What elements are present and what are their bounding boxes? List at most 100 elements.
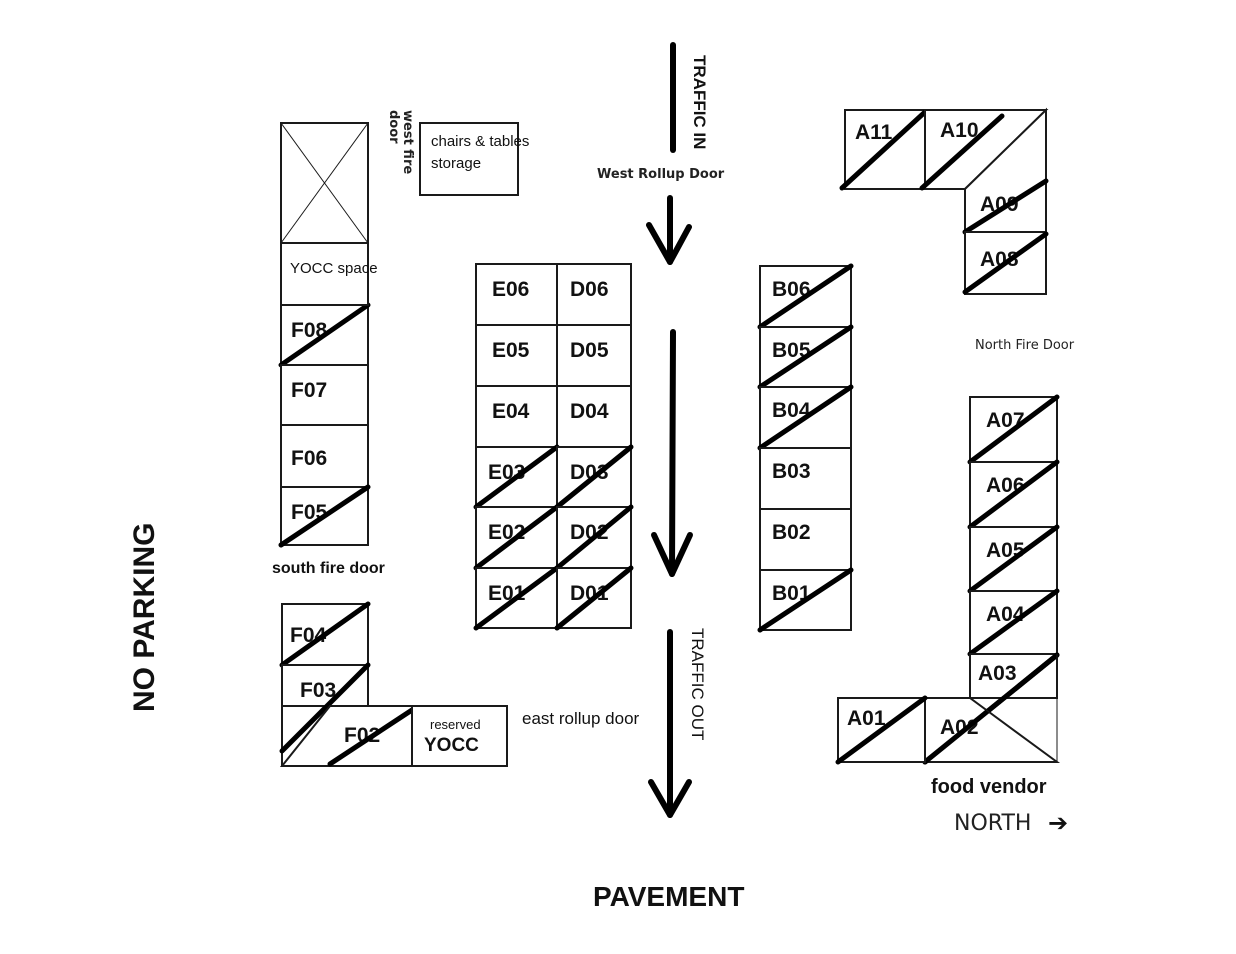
booth-taken-slash bbox=[962, 231, 1049, 295]
north-arrow-icon: ➔ bbox=[1048, 809, 1068, 837]
booth-label: B05 bbox=[772, 339, 811, 362]
booth-a06[interactable]: A06 bbox=[967, 459, 1060, 530]
booth-label: B06 bbox=[772, 278, 811, 301]
west-fire-door-label: west fire door bbox=[386, 110, 415, 174]
booth-taken-slash bbox=[967, 394, 1060, 465]
booth-outline bbox=[556, 324, 632, 387]
booth-label: F06 bbox=[291, 447, 327, 470]
east-rollup-door-label: east rollup door bbox=[522, 709, 640, 728]
south-fire-door-label: south fire door bbox=[272, 560, 385, 577]
aisle-arrow-shaft bbox=[669, 329, 676, 577]
booth-label: B02 bbox=[772, 521, 811, 544]
booth-f03[interactable]: F03 bbox=[279, 662, 371, 754]
booth-taken-slash bbox=[554, 565, 634, 631]
booth-f06[interactable]: F06 bbox=[280, 424, 369, 488]
yocc-space-label: YOCC space bbox=[290, 260, 378, 277]
traffic-in-label: TRAFFIC IN bbox=[690, 55, 709, 149]
booth-a11[interactable]: A11 bbox=[839, 109, 928, 191]
traffic-in-arrowhead-icon bbox=[646, 222, 692, 265]
booth-d01[interactable]: D01 bbox=[554, 565, 634, 631]
traffic-out-label-group: TRAFFIC OUT bbox=[688, 628, 707, 740]
reserved-yocc-booth bbox=[411, 705, 508, 767]
reserved-label: reserved bbox=[430, 717, 481, 732]
booth-f08[interactable]: F08 bbox=[278, 302, 371, 368]
west-rollup-door-label: West Rollup Door bbox=[597, 167, 725, 182]
booth-label: D04 bbox=[570, 400, 609, 423]
booth-a05[interactable]: A05 bbox=[967, 524, 1060, 594]
food-vendor-label: food vendor bbox=[931, 776, 1047, 798]
booth-label: A11 bbox=[855, 121, 893, 144]
booth-a01[interactable]: A01 bbox=[835, 695, 928, 765]
booth-b04[interactable]: B04 bbox=[757, 384, 854, 451]
booth-f02[interactable]: F02 bbox=[279, 705, 415, 767]
booth-taken-slash bbox=[919, 113, 1005, 191]
booth-a07[interactable]: A07 bbox=[967, 394, 1060, 465]
booth-b01[interactable]: B01 bbox=[757, 567, 854, 633]
booth-label: D02 bbox=[570, 521, 609, 544]
booth-label: A05 bbox=[986, 539, 1025, 562]
booth-taken-slash bbox=[839, 109, 928, 191]
booth-d03[interactable]: D03 bbox=[554, 444, 634, 510]
booth-d06[interactable]: D06 bbox=[556, 263, 632, 326]
booth-f04[interactable]: F04 bbox=[279, 601, 371, 668]
booth-d04[interactable]: D04 bbox=[556, 385, 632, 448]
booth-a09[interactable]: A09 bbox=[962, 107, 1049, 235]
booth-label: F03 bbox=[300, 679, 336, 702]
storage-room bbox=[419, 122, 519, 196]
booth-taken-slash bbox=[278, 302, 371, 368]
traffic-in-label-group: TRAFFIC IN bbox=[690, 55, 709, 149]
aisle-arrowhead-icon bbox=[651, 532, 693, 577]
booth-taken-slash bbox=[554, 444, 634, 510]
no-parking-label-group: NO PARKING bbox=[128, 523, 161, 712]
booth-f05[interactable]: F05 bbox=[278, 484, 371, 548]
booth-outline bbox=[281, 664, 369, 707]
booth-taken-slash bbox=[757, 567, 854, 633]
booth-e04[interactable]: E04 bbox=[475, 385, 558, 448]
booth-b06[interactable]: B06 bbox=[757, 263, 854, 330]
booth-outline bbox=[280, 364, 369, 426]
booth-e03[interactable]: E03 bbox=[473, 444, 560, 510]
booth-e06[interactable]: E06 bbox=[475, 263, 558, 326]
booth-d02[interactable]: D02 bbox=[554, 504, 634, 571]
booth-taken-slash bbox=[962, 178, 1049, 235]
booth-d05[interactable]: D05 bbox=[556, 324, 632, 387]
booth-label: B04 bbox=[772, 399, 811, 422]
booth-taken-slash bbox=[835, 695, 928, 765]
a02-corner-outline bbox=[969, 654, 1058, 763]
booth-a04[interactable]: A04 bbox=[967, 588, 1060, 657]
booth-label: A03 bbox=[978, 662, 1017, 685]
booth-label: B03 bbox=[772, 460, 811, 483]
storage-label-line2: storage bbox=[431, 155, 481, 172]
booth-taken-slash bbox=[757, 324, 854, 390]
booth-label: A01 bbox=[847, 707, 886, 730]
booth-b03[interactable]: B03 bbox=[759, 447, 852, 510]
booth-label: A02 bbox=[940, 716, 979, 739]
traffic-out-label: TRAFFIC OUT bbox=[688, 628, 707, 740]
no-parking-label: NO PARKING bbox=[128, 523, 161, 712]
booth-taken-slash bbox=[473, 444, 560, 510]
booth-taken-slash bbox=[967, 524, 1060, 594]
north-fire-door-label: North Fire Door bbox=[975, 338, 1075, 353]
booth-taken-slash bbox=[757, 384, 854, 451]
booth-taken-slash bbox=[554, 504, 634, 571]
west-fire-door-line2: door bbox=[386, 110, 401, 144]
booth-taken-slash bbox=[279, 601, 371, 668]
booth-e01[interactable]: E01 bbox=[473, 565, 560, 631]
booth-b05[interactable]: B05 bbox=[757, 324, 854, 390]
booth-label: A09 bbox=[980, 193, 1019, 216]
booth-label: B01 bbox=[772, 582, 811, 605]
booth-taken-slash bbox=[473, 504, 560, 571]
booth-f07[interactable]: F07 bbox=[280, 364, 369, 426]
booth-a08[interactable]: A08 bbox=[962, 231, 1049, 295]
storage-label-line1: chairs & tables bbox=[431, 133, 529, 150]
booth-b02[interactable]: B02 bbox=[759, 508, 852, 571]
booth-label: D03 bbox=[570, 461, 609, 484]
booth-e02[interactable]: E02 bbox=[473, 504, 560, 571]
traffic-out-arrowhead-icon bbox=[648, 779, 692, 818]
booth-label: D06 bbox=[570, 278, 609, 301]
booth-taken-slash bbox=[757, 263, 854, 330]
booth-e05[interactable]: E05 bbox=[475, 324, 558, 387]
booth-taken-slash bbox=[279, 662, 371, 754]
